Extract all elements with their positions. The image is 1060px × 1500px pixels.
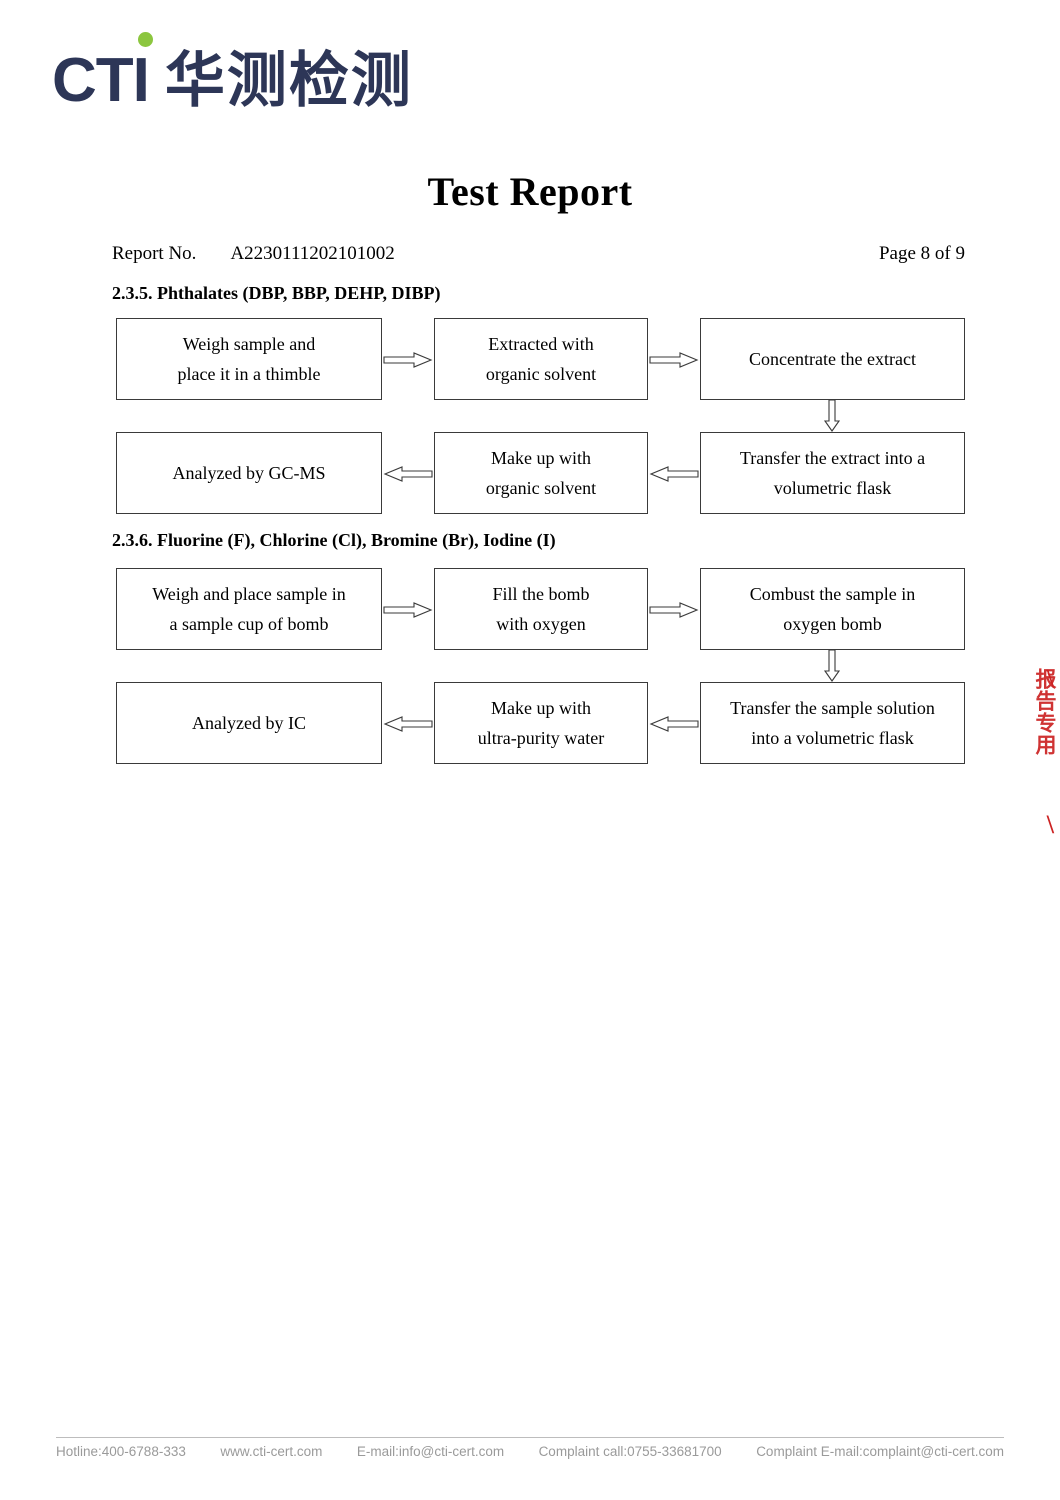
- flow-box-line-1: Weigh sample and: [182, 334, 316, 354]
- footer-complaint-call: Complaint call:0755-33681700: [538, 1444, 722, 1459]
- flow-box-line-2: into a volumetric flask: [751, 728, 914, 748]
- watermark-stroke-top-icon: \: [1046, 664, 1054, 693]
- flow-box-weigh-place-sample-cup: Weigh and place sample in a sample cup o…: [116, 568, 382, 650]
- flowchart-halogens: Weigh and place sample in a sample cup o…: [116, 568, 965, 764]
- flow-box-weigh-sample: Weigh sample and place it in a thimble: [116, 318, 382, 400]
- flow-box-line-2: organic solvent: [485, 478, 597, 498]
- arrow-left-icon: [649, 466, 699, 482]
- flow-box-line-1: Make up with: [491, 448, 591, 468]
- page-title: Test Report: [427, 169, 633, 214]
- flow-row-bottom: Analyzed by GC-MS Make up with organic s…: [116, 432, 965, 514]
- red-stamp-watermark: 报告专用: [1033, 668, 1057, 756]
- flow-box-line-1: Analyzed by GC-MS: [172, 463, 326, 483]
- logo-green-dot-icon: [138, 32, 153, 47]
- flow-box-line-1: Weigh and place sample in: [152, 584, 346, 604]
- flow-box-make-up-ultra-purity-water: Make up with ultra-purity water: [434, 682, 648, 764]
- flow-box-fill-bomb-oxygen: Fill the bomb with oxygen: [434, 568, 648, 650]
- flow-row-top: Weigh and place sample in a sample cup o…: [116, 568, 965, 682]
- logo-chinese-text: 华测检测: [164, 47, 413, 114]
- flow-box-analyzed-by-gcms: Analyzed by GC-MS: [116, 432, 382, 514]
- flow-box-transfer-sample-solution: Transfer the sample solution into a volu…: [700, 682, 965, 764]
- flow-box-line-1: Extracted with: [488, 334, 594, 354]
- arrow-right-icon: [649, 602, 699, 618]
- flow-box-make-up-organic-solvent: Make up with organic solvent: [434, 432, 648, 514]
- flow-box-line-1: Make up with: [491, 698, 591, 718]
- flow-box-line-2: organic solvent: [485, 364, 597, 384]
- flow-box-line-2: place it in a thimble: [177, 364, 321, 384]
- cti-logo: CTI 华测检测: [52, 32, 413, 115]
- footer-hotline: Hotline:400-6788-333: [56, 1444, 186, 1459]
- arrow-right-icon: [383, 602, 433, 618]
- flow-box-line-1: Analyzed by IC: [192, 713, 306, 733]
- flow-box-line-1: Combust the sample in: [749, 584, 916, 604]
- flow-box-line-1: Fill the bomb: [492, 584, 590, 604]
- arrow-down-icon: [823, 649, 841, 682]
- watermark-stroke-bottom-icon: \: [1046, 810, 1054, 839]
- report-no-label: Report No.: [112, 243, 197, 264]
- section-heading-236: 2.3.6. Fluorine (F), Chlorine (Cl), Brom…: [112, 530, 556, 550]
- flow-box-transfer-extract-flask: Transfer the extract into a volumetric f…: [700, 432, 965, 514]
- arrow-left-icon: [649, 716, 699, 732]
- arrow-left-icon: [383, 716, 433, 732]
- flow-box-extracted-with-solvent: Extracted with organic solvent: [434, 318, 648, 400]
- flow-box-line-2: a sample cup of bomb: [169, 614, 329, 634]
- page-indicator: Page 8 of 9: [878, 243, 965, 264]
- flowchart-phthalates: Weigh sample and place it in a thimble E…: [116, 318, 965, 514]
- flow-box-concentrate-extract: Concentrate the extract: [700, 318, 965, 400]
- arrow-right-icon: [383, 352, 433, 368]
- flow-box-analyzed-by-ic: Analyzed by IC: [116, 682, 382, 764]
- flow-box-line-2: oxygen bomb: [783, 614, 882, 634]
- section-heading-235: 2.3.5. Phthalates (DBP, BBP, DEHP, DIBP): [112, 283, 441, 303]
- report-no-value: A2230111202101002: [230, 243, 395, 264]
- flow-box-line-1: Transfer the sample solution: [730, 698, 935, 718]
- flow-box-line-2: volumetric flask: [773, 478, 892, 498]
- flow-box-line-2: with oxygen: [496, 614, 586, 634]
- arrow-left-icon: [383, 466, 433, 482]
- arrow-right-icon: [649, 352, 699, 368]
- page-footer: Hotline:400-6788-333 www.cti-cert.com E-…: [56, 1444, 1004, 1459]
- logo-latin-text: CTI: [52, 46, 150, 115]
- flow-box-line-2: ultra-purity water: [477, 728, 605, 748]
- arrow-down-icon: [823, 399, 841, 432]
- flow-box-line-1: Transfer the extract into a: [739, 448, 926, 468]
- report-header-line: Report No. A2230111202101002 Page 8 of 9: [112, 243, 965, 265]
- footer-website[interactable]: www.cti-cert.com: [220, 1444, 323, 1459]
- flow-row-top: Weigh sample and place it in a thimble E…: [116, 318, 965, 432]
- flow-row-bottom: Analyzed by IC Make up with ultra-purity…: [116, 682, 965, 764]
- flow-box-combust-sample: Combust the sample in oxygen bomb: [700, 568, 965, 650]
- footer-complaint-email[interactable]: Complaint E-mail:complaint@cti-cert.com: [756, 1444, 1004, 1459]
- flow-box-line-1: Concentrate the extract: [749, 349, 916, 369]
- footer-email[interactable]: E-mail:info@cti-cert.com: [356, 1444, 505, 1459]
- footer-divider: [56, 1437, 1004, 1438]
